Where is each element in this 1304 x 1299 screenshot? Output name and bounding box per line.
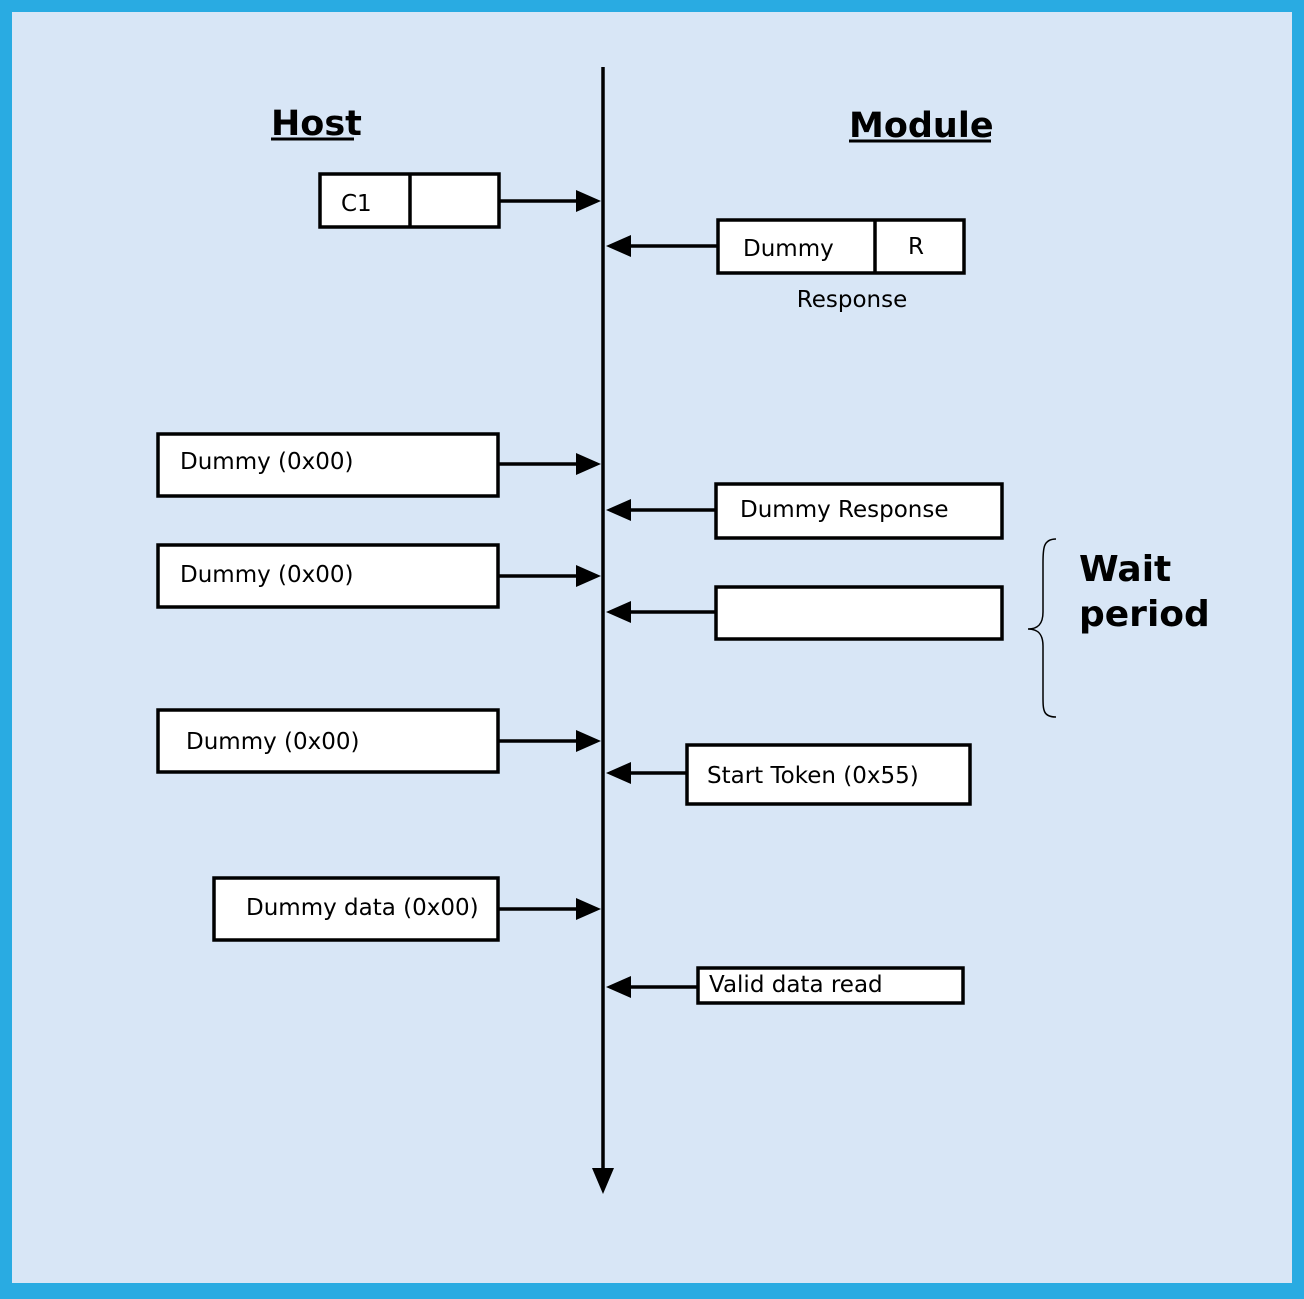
module-message-empty xyxy=(606,585,1004,641)
module-message-label: Start Token (0x55) xyxy=(707,763,919,789)
arrowhead-right xyxy=(576,453,601,475)
module-message-caption: Response xyxy=(797,287,907,313)
module-message-box xyxy=(714,482,1004,540)
module-message-dummy-response: Dummy Response xyxy=(606,482,1004,540)
arrowhead-left xyxy=(606,601,631,623)
arrowhead-left xyxy=(606,235,631,257)
host-message-label: Dummy (0x00) xyxy=(186,729,359,755)
host-message-dummy-data: Dummy data (0x00) xyxy=(212,876,601,942)
host-message-label: Dummy data (0x00) xyxy=(246,895,479,921)
host-message-dummy-1: Dummy (0x00) xyxy=(156,432,601,498)
module-message-start-token: Start Token (0x55) xyxy=(606,743,972,806)
host-message-dummy-3: Dummy (0x00) xyxy=(156,708,601,774)
arrowhead-left xyxy=(606,762,631,784)
arrowhead-right xyxy=(576,730,601,752)
wait-period-brace xyxy=(1027,538,1057,718)
wait-period-label-line1: Wait xyxy=(1079,549,1171,590)
arrowhead-right xyxy=(576,190,601,212)
module-message-box xyxy=(696,966,965,1005)
host-message-dummy-2: Dummy (0x00) xyxy=(156,543,601,609)
arrowhead-left xyxy=(606,499,631,521)
module-message-label: Dummy Response xyxy=(740,497,948,523)
host-message-command: C1 xyxy=(318,172,601,229)
wait-period-label-line2: period xyxy=(1079,594,1210,635)
frame-background xyxy=(12,12,1292,1283)
module-message-second-field: R xyxy=(908,234,924,260)
timeline-arrowhead xyxy=(592,1168,614,1194)
host-message-box xyxy=(156,543,500,609)
host-message-box xyxy=(156,432,500,498)
host-message-box xyxy=(212,876,500,942)
host-message-label: C1 xyxy=(341,191,372,217)
host-header: Host xyxy=(271,104,362,144)
arrowhead-right xyxy=(576,898,601,920)
host-message-label: Dummy (0x00) xyxy=(180,449,353,475)
module-message-box xyxy=(714,585,1004,641)
host-message-label: Dummy (0x00) xyxy=(180,562,353,588)
module-message-response: Dummy R Response xyxy=(606,218,966,313)
module-message-label: Dummy xyxy=(743,236,834,262)
arrowhead-right xyxy=(576,565,601,587)
module-message-label: Valid data read xyxy=(709,972,883,998)
module-header: Module xyxy=(849,106,994,146)
arrowhead-left xyxy=(606,976,631,998)
module-message-valid-data: Valid data read xyxy=(606,966,965,1005)
module-message-box xyxy=(685,743,972,806)
